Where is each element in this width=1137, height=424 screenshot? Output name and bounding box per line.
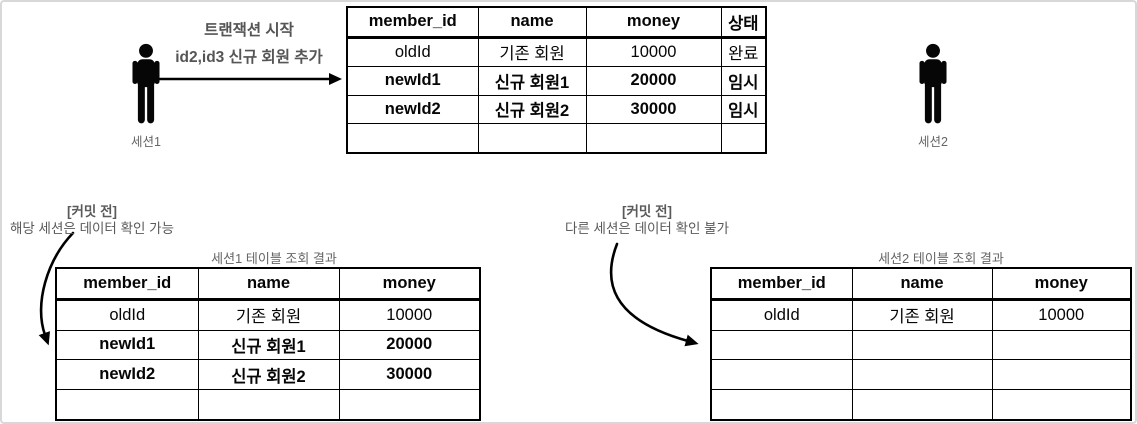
- table-cell: oldId: [710, 298, 853, 331]
- table-cell: [338, 389, 481, 421]
- table-cell: [851, 389, 993, 421]
- table-cell: [710, 359, 853, 391]
- table-cell: 20000: [338, 329, 481, 361]
- table-cell: oldId: [346, 36, 479, 67]
- table-cell: 기존 회원: [851, 298, 993, 331]
- table-cell: [851, 359, 993, 391]
- column-header: name: [197, 267, 340, 301]
- column-header: 상태: [720, 6, 767, 39]
- table-row: [346, 123, 767, 153]
- person-icon: [132, 43, 160, 124]
- table-cell: 신규 회원1: [477, 66, 587, 96]
- right-note-title: [커밋 전]: [621, 204, 672, 219]
- table-row: [710, 389, 1132, 421]
- table-cell: [710, 389, 853, 421]
- right-note: [커밋 전] 다른 세션은 데이터 확인 불가: [547, 203, 747, 237]
- left-note-text: 해당 세션은 데이터 확인 가능: [9, 221, 175, 236]
- column-header: member_id: [710, 267, 853, 301]
- column-header: money: [991, 267, 1132, 301]
- session2-label: 세션2: [918, 135, 948, 149]
- table-cell: 임시: [720, 66, 767, 96]
- table-cell: 기존 회원: [197, 298, 340, 331]
- table-cell: oldId: [55, 298, 199, 331]
- session2-invisible-arrow: [609, 242, 699, 347]
- table-cell: [991, 359, 1132, 391]
- table-cell: [346, 123, 479, 153]
- table-cell: [585, 123, 722, 153]
- column-header: money: [585, 6, 722, 39]
- table-cell: 30000: [585, 94, 722, 124]
- session2-table-caption: 세션2 테이블 조회 결과: [878, 251, 1004, 266]
- table-cell: 완료: [720, 36, 767, 67]
- session1-label: 세션1: [131, 135, 161, 149]
- table-cell: [477, 123, 587, 153]
- table-cell: newId2: [346, 94, 479, 124]
- person-icon: [919, 43, 947, 124]
- table-row: [710, 359, 1132, 391]
- table-cell: 신규 회원1: [197, 329, 340, 361]
- left-note: [커밋 전] 해당 세션은 데이터 확인 가능: [2, 203, 182, 237]
- left-note-title: [커밋 전]: [66, 204, 117, 219]
- session1-table-caption: 세션1 테이블 조회 결과: [211, 251, 337, 266]
- table-cell: 기존 회원: [477, 36, 587, 67]
- session1-figure: 세션1: [111, 43, 181, 150]
- table-cell: [55, 389, 199, 421]
- table-cell: 30000: [338, 359, 481, 391]
- table-cell: 10000: [991, 298, 1132, 331]
- column-header: member_id: [346, 6, 479, 39]
- table-cell: 10000: [338, 298, 481, 331]
- column-header: money: [338, 267, 481, 301]
- table-cell: [991, 329, 1132, 361]
- column-header: name: [477, 6, 587, 39]
- column-header: name: [851, 267, 993, 301]
- table-cell: 임시: [720, 94, 767, 124]
- table-cell: 신규 회원2: [477, 94, 587, 124]
- table-row: [710, 329, 1132, 361]
- transaction-arrow-label-line1: 트랜잭션 시작: [204, 22, 294, 39]
- table-cell: 10000: [585, 36, 722, 67]
- table-cell: newId1: [55, 329, 199, 361]
- session2-figure: 세션2: [898, 43, 968, 150]
- transaction-arrow-label-line2: id2,id3 신규 회원 추가: [175, 49, 323, 66]
- table-cell: newId1: [346, 66, 479, 96]
- table-cell: [197, 389, 340, 421]
- table-row: [55, 389, 481, 421]
- table-cell: 20000: [585, 66, 722, 96]
- table-cell: newId2: [55, 359, 199, 391]
- transaction-arrow-label: 트랜잭션 시작 id2,id3 신규 회원 추가: [154, 17, 344, 71]
- table-cell: [720, 123, 767, 153]
- table-cell: [710, 329, 853, 361]
- table-cell: [991, 389, 1132, 421]
- column-header: member_id: [55, 267, 199, 301]
- table-cell: [851, 329, 993, 361]
- right-note-text: 다른 세션은 데이터 확인 불가: [564, 221, 730, 236]
- table-cell: 신규 회원2: [197, 359, 340, 391]
